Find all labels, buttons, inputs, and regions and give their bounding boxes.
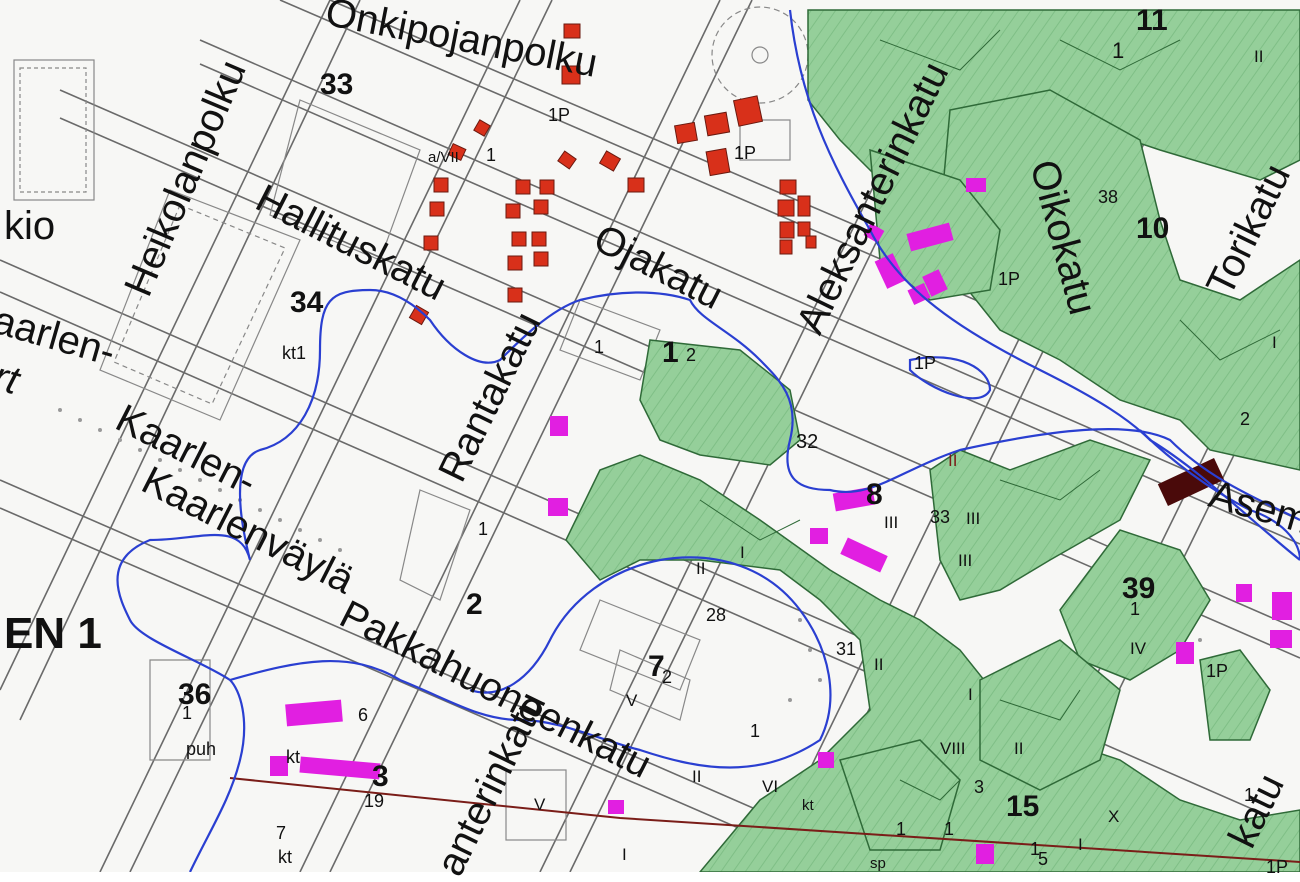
label-ii-d: II [874, 656, 883, 673]
label-vi: VI [762, 778, 778, 795]
label-ii-a: II [1254, 48, 1263, 65]
label-38: 38 [1098, 188, 1118, 206]
block-number-8: 8 [866, 480, 883, 510]
label-1-c: 1 [478, 520, 488, 538]
area-label-en1: EN 1 [4, 612, 102, 656]
street-label-kio: kio [4, 206, 55, 246]
label-1-f: 1 [896, 820, 906, 838]
label-1-h: 1 [944, 820, 954, 838]
label-v-b: V [534, 796, 545, 813]
block-number-3: 3 [372, 762, 389, 792]
green-areas [566, 10, 1300, 872]
label-iii-c: III [958, 552, 972, 569]
label-1p-top: 1P [548, 106, 570, 124]
label-kt-c: kt [802, 798, 814, 813]
label-31: 31 [836, 640, 856, 658]
label-2-c: 2 [662, 668, 672, 686]
label-33-small: 33 [930, 508, 950, 526]
label-1p-edge: 1P [1266, 858, 1288, 876]
label-2-b: 2 [1240, 410, 1250, 428]
label-iii-b: III [966, 510, 980, 527]
label-6: 6 [358, 706, 368, 724]
label-ii-b: II [948, 452, 957, 469]
label-1-e: 1 [750, 722, 760, 740]
block-number-2: 2 [466, 590, 483, 620]
label-puh: puh [186, 740, 216, 758]
label-1-g: 1 [182, 704, 192, 722]
label-i-c: I [622, 846, 627, 863]
label-7-small: 7 [276, 824, 286, 842]
label-kt1: kt1 [282, 344, 306, 362]
label-5: 5 [1038, 850, 1048, 868]
label-i-e: I [968, 686, 973, 703]
block-number-15: 15 [1006, 792, 1039, 822]
label-kt-a: kt [286, 748, 300, 766]
label-i-a: I [1272, 334, 1277, 351]
label-avii: a/VII [428, 150, 459, 165]
label-ii-c: II [696, 560, 705, 577]
block-number-1b: 1 [1112, 40, 1124, 62]
label-x: X [1108, 808, 1119, 825]
label-i-b: I [740, 544, 745, 561]
red-buildings [409, 24, 816, 325]
label-28: 28 [706, 606, 726, 624]
label-kt-b: kt [278, 848, 292, 866]
label-ii-f: II [692, 768, 701, 785]
block-number-34: 34 [290, 288, 323, 318]
block-number-32: 32 [796, 432, 818, 452]
label-sp: sp [870, 856, 886, 871]
label-1-j: 1 [1244, 786, 1254, 804]
label-1-a: 1 [486, 146, 496, 164]
label-i-d: I [1078, 836, 1083, 853]
label-1-b: 1 [594, 338, 604, 356]
label-ii-e: II [1014, 740, 1023, 757]
label-1-d: 1 [1130, 600, 1140, 618]
label-1p-mid: 1P [734, 144, 756, 162]
label-iv: IV [1130, 640, 1146, 657]
block-number-33: 33 [320, 70, 353, 100]
block-number-11: 11 [1136, 6, 1168, 36]
label-2-a: 2 [686, 346, 696, 364]
label-iii-a: III [884, 514, 898, 531]
label-viii: VIII [940, 740, 966, 757]
label-19: 19 [364, 792, 384, 810]
label-1p-loop: 1P [914, 354, 936, 372]
block-number-10: 10 [1136, 214, 1169, 244]
label-1p-right: 1P [998, 270, 1020, 288]
label-3-small: 3 [974, 778, 984, 796]
label-1p-39: 1P [1206, 662, 1228, 680]
label-v-a: V [626, 692, 637, 709]
block-number-1a: 1 [662, 338, 679, 368]
